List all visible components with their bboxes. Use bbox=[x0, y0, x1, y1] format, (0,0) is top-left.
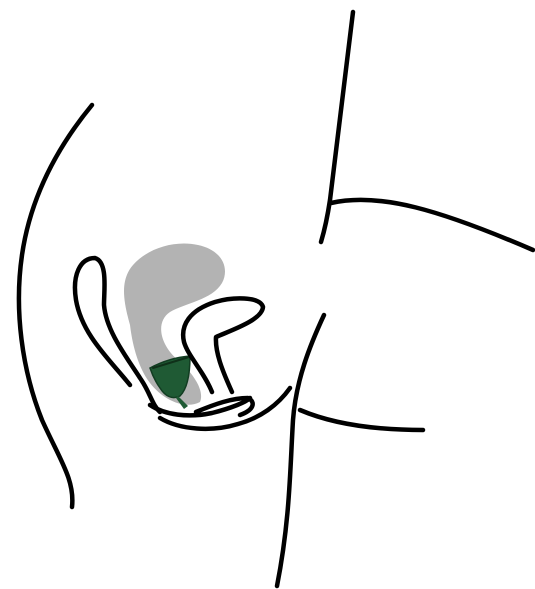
thigh-bottom-line bbox=[300, 410, 423, 430]
body-outline-left bbox=[19, 105, 92, 507]
thigh-top-line bbox=[331, 200, 533, 250]
front-lower-outline bbox=[277, 315, 324, 586]
bladder-outline bbox=[183, 298, 263, 392]
abdomen-outline bbox=[321, 12, 353, 242]
